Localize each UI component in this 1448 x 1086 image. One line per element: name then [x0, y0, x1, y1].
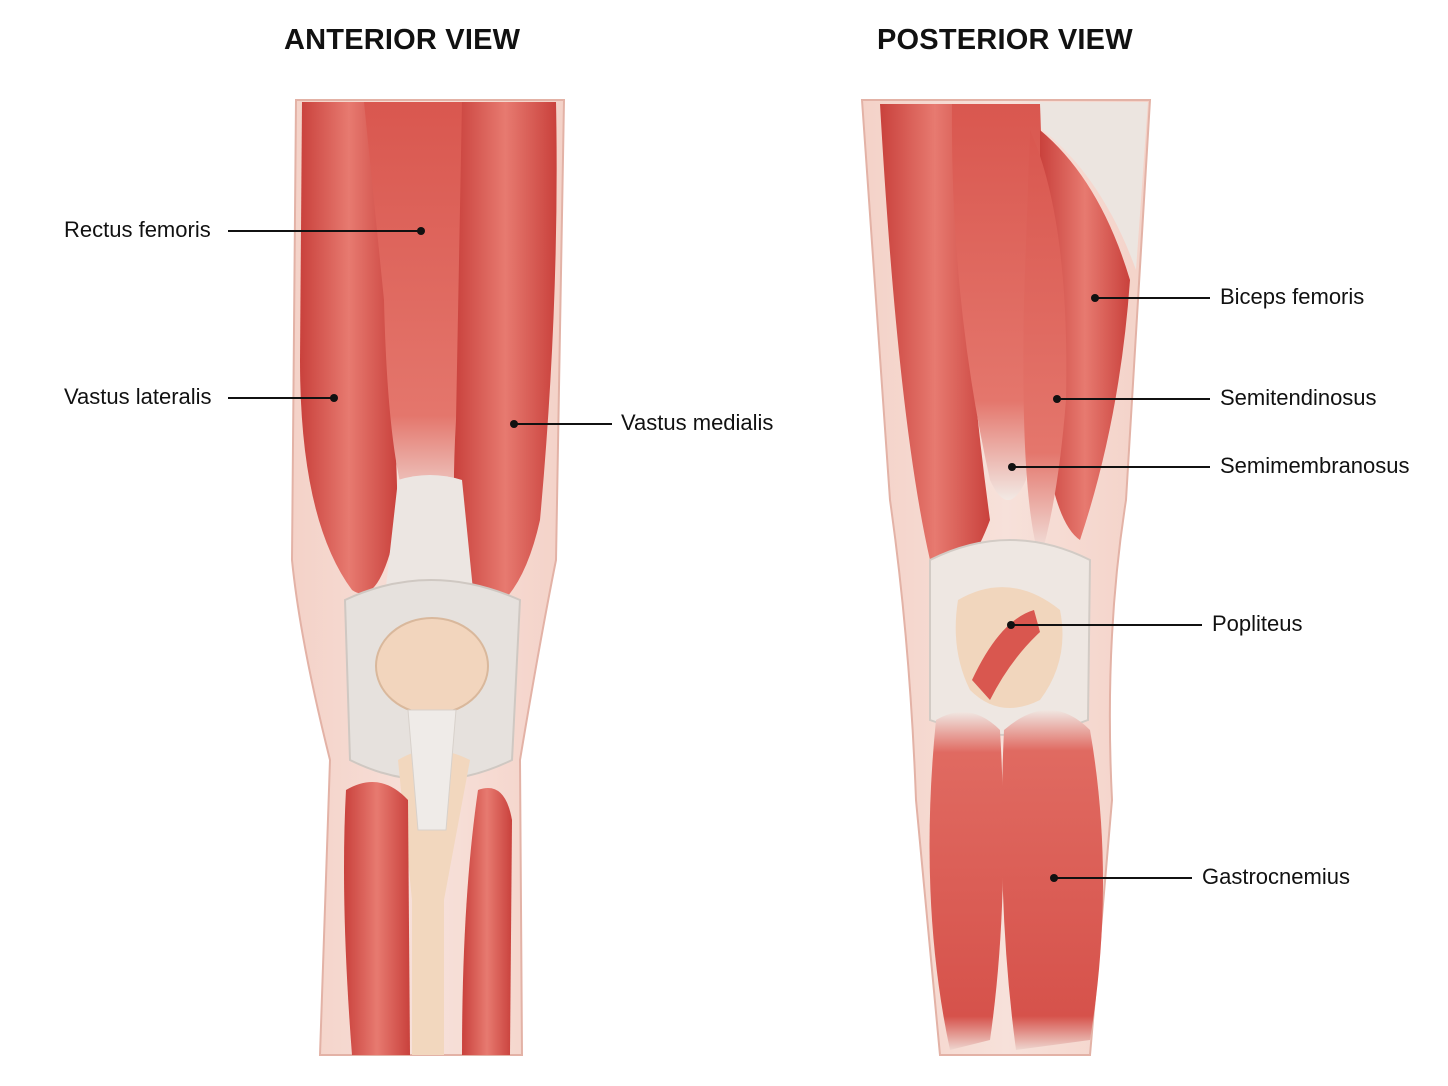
leader-dot-biceps-femoris: [1091, 294, 1099, 302]
label-semimembranosus: Semimembranosus: [1220, 453, 1410, 478]
label-vastus-medialis: Vastus medialis: [621, 410, 774, 435]
anterior-view-heading: ANTERIOR VIEW: [284, 24, 521, 56]
leader-dot-semitendinosus: [1053, 395, 1061, 403]
vastus-lateralis-muscle: [300, 102, 398, 594]
vastus-medialis-muscle: [453, 102, 557, 620]
leader-dot-rectus-femoris: [417, 227, 425, 235]
anterior-leader-lines: [228, 230, 612, 425]
tibialis-anterior-muscle: [344, 782, 410, 1055]
patella-bone: [375, 617, 489, 715]
leader-dot-semimembranosus: [1008, 463, 1016, 471]
posterior-view-heading: POSTERIOR VIEW: [877, 24, 1133, 56]
leader-dot-popliteus: [1007, 621, 1015, 629]
posterior-leg: [860, 99, 1152, 1056]
anterior-leg: [290, 99, 566, 1056]
label-rectus-femoris: Rectus femoris: [64, 217, 211, 242]
gluteal-fold-tendon: [1030, 102, 1148, 270]
label-semitendinosus: Semitendinosus: [1220, 385, 1377, 410]
leader-dot-gastrocnemius: [1050, 874, 1058, 882]
tibia-bone: [398, 750, 470, 1055]
label-biceps-femoris: Biceps femoris: [1220, 284, 1365, 309]
posterior-leader-lines: [1011, 297, 1210, 879]
semimembranosus-muscle: [951, 104, 1043, 500]
rectus-femoris-muscle: [364, 102, 473, 520]
posterior-leader-dots: [1007, 294, 1099, 882]
popliteus-muscle: [972, 610, 1040, 700]
patellar-ligament: [407, 709, 457, 831]
gastrocnemius-lateral-head: [929, 712, 1004, 1050]
leader-dot-vastus-medialis: [510, 420, 518, 428]
anterior-leader-dots: [330, 227, 518, 428]
leader-dot-vastus-lateralis: [330, 394, 338, 402]
biceps-femoris-muscle: [1040, 130, 1130, 540]
label-popliteus: Popliteus: [1212, 611, 1303, 636]
label-gastrocnemius: Gastrocnemius: [1202, 864, 1350, 889]
peroneus-muscle: [462, 788, 512, 1055]
label-vastus-lateralis: Vastus lateralis: [64, 384, 212, 409]
semitendinosus-muscle: [1023, 130, 1067, 560]
